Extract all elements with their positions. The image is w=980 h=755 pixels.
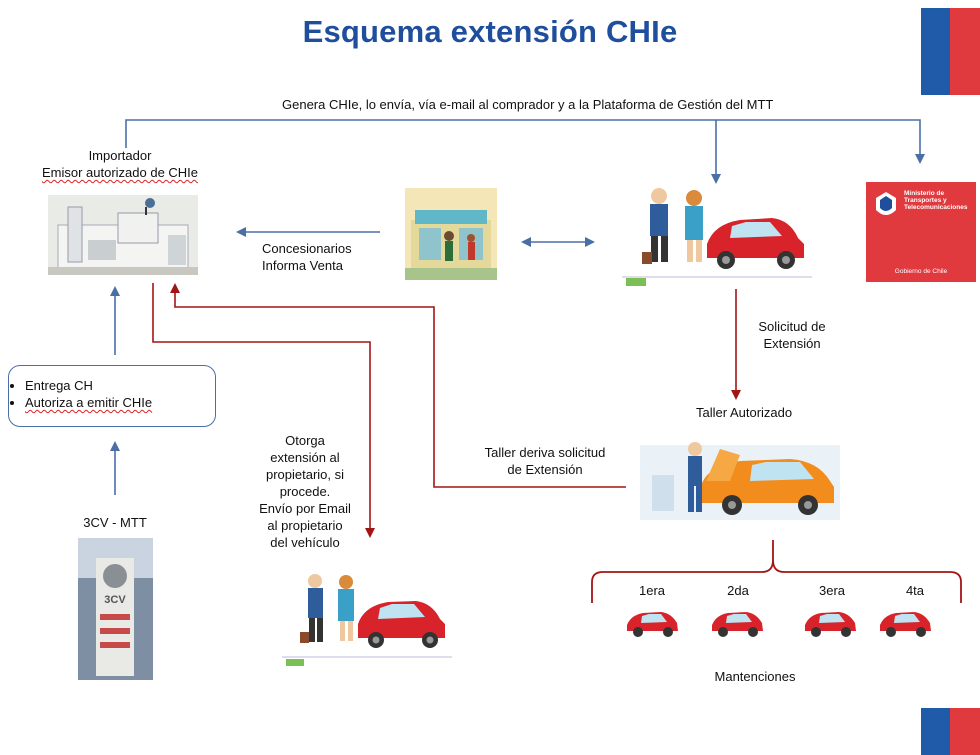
otorga-label: Otorga extensión al propietario, si proc… xyxy=(259,433,351,550)
buyer-handshake-image xyxy=(622,182,812,287)
maintenance-label-1: 1era xyxy=(638,583,666,598)
factory-image xyxy=(48,195,198,275)
page-title: Esquema extensión CHIe xyxy=(302,14,678,49)
maintenance-label-4: 4ta xyxy=(905,583,925,598)
red-taller-to-importer xyxy=(170,283,626,488)
maintenance-car-3 xyxy=(803,605,858,640)
taller-label: Taller Autorizado xyxy=(696,405,793,420)
workshop-image xyxy=(640,425,840,525)
top-distribution-label: Genera CHIe, lo envía, vía e-mail al com… xyxy=(282,97,774,112)
flag-red-top xyxy=(950,8,980,95)
maintenance-car-4 xyxy=(878,605,933,640)
mantenciones-label: Mantenciones xyxy=(714,669,796,684)
maintenance-car-1 xyxy=(625,605,680,640)
cv-label: 3CV - MTT xyxy=(83,515,147,530)
dealership-image xyxy=(405,188,497,280)
maintenance-label-3: 3era xyxy=(818,583,846,598)
ministry-footer: Gobierno de Chile xyxy=(894,268,948,275)
owner-handshake-image xyxy=(282,568,452,668)
taller-deriva-label: Taller deriva solicitud de Extensión xyxy=(484,445,606,477)
flag-blue-top xyxy=(921,8,950,95)
ministry-logo: Ministerio de Transportes y Telecomunica… xyxy=(866,182,976,282)
ch-requirements-box: Entrega CH Autoriza a emitir CHIe xyxy=(8,365,216,427)
importer-label: Importador Emisor autorizado de CHIe xyxy=(41,148,199,180)
box-item-entrega: Entrega CH xyxy=(25,377,215,394)
box-item-autoriza: Autoriza a emitir CHIe xyxy=(25,394,215,411)
maintenance-brace xyxy=(591,540,962,603)
maintenance-label-2: 2da xyxy=(727,583,749,598)
solicitud-label: Solicitud de Extensión xyxy=(758,319,826,351)
concesionarios-label: Concesionarios Informa Venta xyxy=(262,241,352,273)
cv-sign-image: 3CV xyxy=(78,538,153,680)
flag-blue-bottom xyxy=(921,708,950,755)
maintenance-car-2 xyxy=(710,605,765,640)
flag-red-bottom xyxy=(950,708,980,755)
top-distribution-line xyxy=(125,119,925,164)
red-importer-to-owner xyxy=(152,283,375,538)
